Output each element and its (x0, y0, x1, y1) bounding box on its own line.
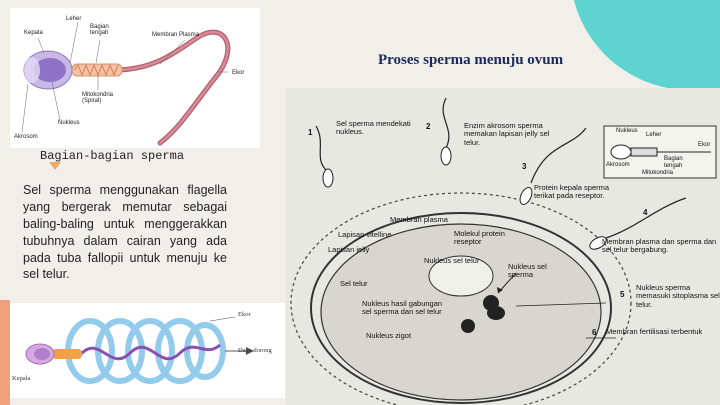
inset-label-mitokondria: Mitokondria (642, 170, 673, 177)
fertilization-diagram: 1 2 3 4 5 6 Sel sperma mendekati nukleus… (286, 88, 720, 405)
step-number-5: 5 (620, 290, 624, 299)
step-number-4: 4 (643, 208, 647, 217)
label-kepala-motion: Kepala (12, 375, 30, 382)
label-daya-dorong: Daya dorong (238, 347, 272, 354)
inset-label-nukleus: Nukleus (616, 128, 638, 135)
decorative-teal-shape (570, 0, 720, 90)
step-number-3: 3 (522, 162, 526, 171)
label-ekor-motion: Ekor (238, 311, 251, 318)
diagram-caption: Bagian-bagian sperma (40, 149, 184, 163)
step-number-1: 1 (308, 128, 312, 137)
label-sel-telur: Sel telur (340, 280, 368, 288)
label-step4: Membran plasma dan sperma dan sel telur … (602, 238, 720, 255)
sperm-anatomy-image (10, 8, 260, 148)
label-step1: Sel sperma mendekati nukleus. (336, 120, 416, 137)
inset-label-bagian-tengah: Bagian tengah (664, 156, 696, 169)
body-paragraph: Sel sperma menggunakan flagella yang ber… (23, 182, 227, 283)
caption-arrow-icon (49, 162, 61, 170)
sperm-anatomy-diagram: Leher Kepala Bagian tengah Membran Plasm… (10, 8, 260, 148)
label-membran-plasma-egg: Membran plasma (390, 216, 448, 224)
step-number-2: 2 (426, 122, 430, 131)
inset-label-ekor: Ekor (698, 142, 710, 149)
label-leher: Leher (66, 16, 81, 22)
label-membran-plasma: Membran Plasma (152, 32, 199, 38)
inset-label-leher: Leher (646, 132, 661, 139)
inset-label-akrosom: Akrosom (606, 162, 630, 169)
label-step6: Membran fertilisasi terbentuk (606, 328, 720, 336)
decorative-orange-bar (0, 300, 10, 405)
label-mitokondria: Mitokondria (Spiral) (82, 92, 132, 104)
label-step2: Enzim akrosom sperma memakan lapisan jel… (464, 122, 554, 147)
label-molekul-protein: Molekul protein reseptor (454, 230, 524, 247)
label-nukleus-sel-sperma: Nukleus sel sperma (508, 263, 558, 280)
slide-title: Proses sperma menuju ovum (378, 52, 563, 69)
label-nukleus-sel-telur: Nukleus sel telur (424, 257, 479, 265)
label-ekor: Ekor (232, 70, 244, 76)
label-nukleus-zigot: Nukleus zigot (366, 332, 411, 340)
label-nukleus-gabungan: Nukleus hasil gabungan sel sperma dan se… (362, 300, 452, 317)
step-number-6: 6 (592, 328, 596, 337)
label-nukleus: Nukleus (58, 120, 80, 126)
label-lapisan-vitelline: Lapisan vitelline (338, 231, 391, 239)
label-akrosom: Akrosom (14, 134, 38, 140)
label-step5: Nukleus sperma memasuki sitoplasma sel t… (636, 284, 720, 309)
label-bagian-tengah: Bagian tengah (90, 24, 126, 36)
sperm-motion-diagram: Ekor Daya dorong Kepala (10, 303, 285, 398)
label-lapisan-jelly: Lapisan jelly (328, 246, 369, 254)
label-protein-kepala: Protein kepala sperma terikat pada resep… (534, 184, 614, 201)
label-kepala: Kepala (24, 30, 43, 36)
